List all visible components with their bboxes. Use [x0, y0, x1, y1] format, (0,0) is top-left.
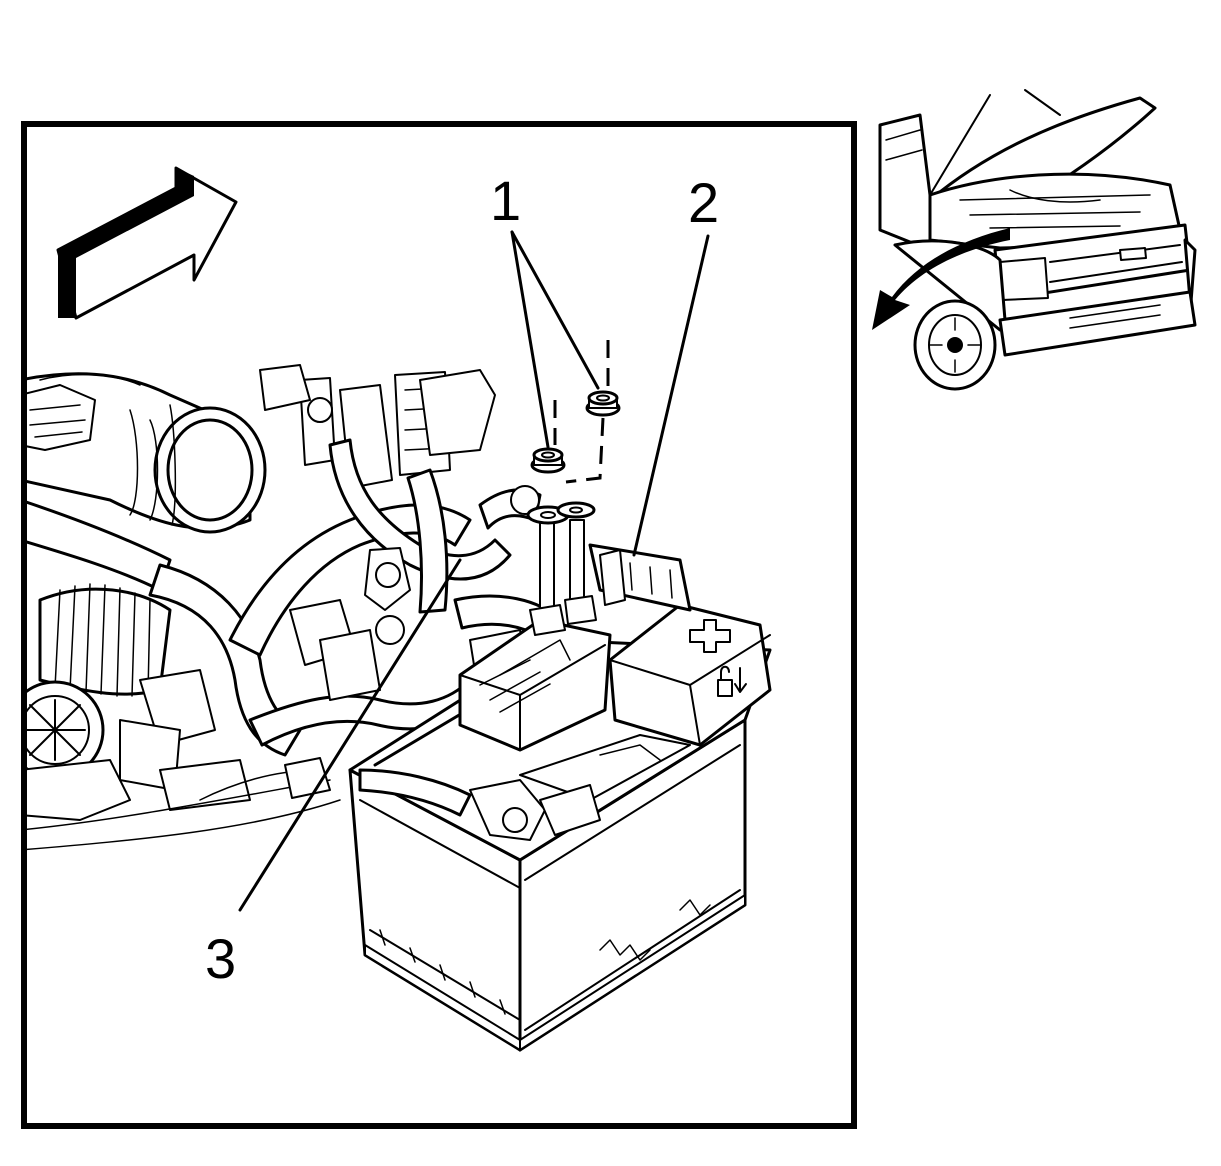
nut-right: [585, 390, 621, 417]
plus-icon: [689, 619, 731, 653]
detail-view: 1 2 3: [21, 121, 857, 1129]
nut-left: [530, 447, 566, 474]
battery: [348, 514, 772, 1052]
callout-2: 2: [688, 171, 719, 234]
location-pointer-arrow-icon: [872, 228, 1010, 330]
engine-compartment: [24, 364, 562, 851]
lock-icon: [717, 665, 747, 697]
callout-1: 1: [490, 169, 521, 232]
callout-3: 3: [205, 927, 236, 990]
forward-direction-arrow-icon: [56, 166, 238, 320]
nuts: [526, 390, 621, 525]
vehicle-locator-view: [872, 89, 1197, 391]
leader-lines: [238, 230, 710, 912]
